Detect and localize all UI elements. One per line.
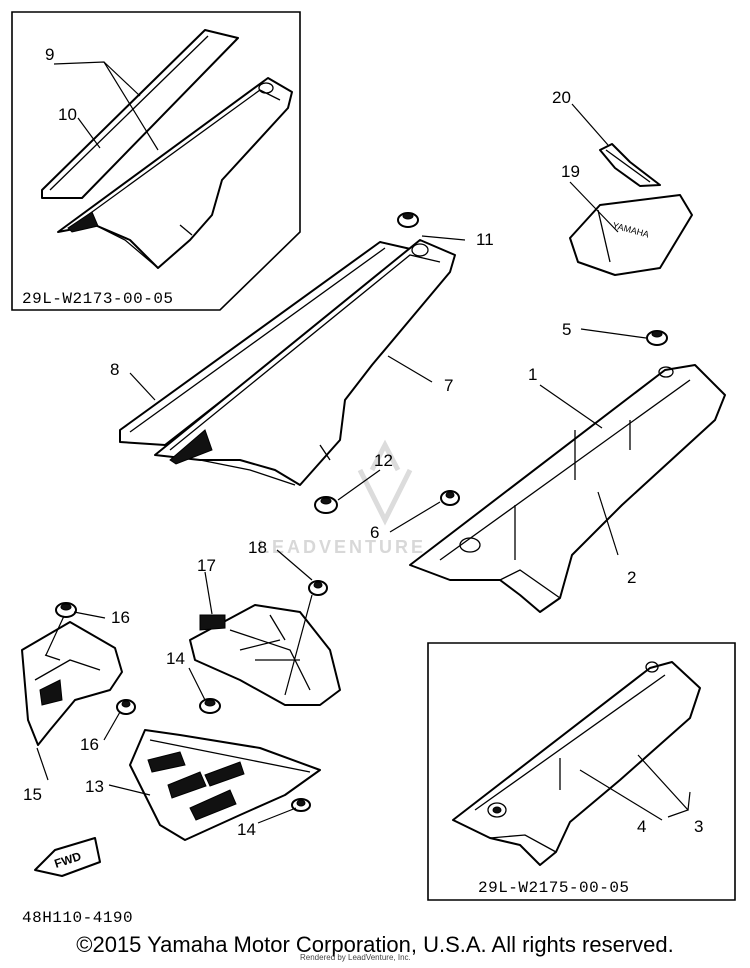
inset-box-right: 29L-W2175-00-05 [427,642,736,901]
callout-14-bottom: 14 [237,820,256,839]
callout-5: 5 [562,320,571,339]
watermark-logo: LEADVENTURE [258,439,426,557]
callout-16-bottom: 16 [80,735,99,754]
callout-2: 2 [627,568,636,587]
callout-3: 3 [694,817,703,836]
part-6-grommet [440,490,460,506]
inset-box-left: 29L-W2173-00-05 [11,11,301,311]
callout-12: 12 [374,451,393,470]
part-code-left: 29L-W2173-00-05 [22,290,174,308]
callout-13: 13 [85,777,104,796]
callout-18: 18 [248,538,267,557]
part-12-grommet [314,496,338,514]
part-7-side-cover [154,239,456,486]
part-16-grommet-bottom [116,699,136,715]
part-15-cover [21,621,123,746]
callout-15: 15 [23,785,42,804]
part-code-right: 29L-W2175-00-05 [478,879,630,897]
part-11-grommet [397,212,419,228]
callout-17: 17 [197,556,216,575]
part-3-side-cover [452,661,701,866]
rendered-by-text: Rendered by LeadVenture, Inc. [300,953,411,962]
callout-8: 8 [110,360,119,379]
callout-14-top: 14 [166,649,185,668]
fwd-arrow-icon: FWD [34,837,101,877]
part-19-tool-bag: YAMAHA [569,194,693,276]
part-9-side-cover [57,77,293,269]
part-14-grommet-top [199,698,221,714]
part-14-grommet-bottom [291,798,311,812]
callout-labels: 9 10 20 19 11 5 8 1 7 12 6 18 2 17 16 14… [23,45,703,839]
part-5-grommet [646,330,668,346]
part-10-strip [41,29,239,199]
part-18-grommet [308,580,328,596]
part-20-strap [599,143,661,187]
callout-6: 6 [370,523,379,542]
part-17-bracket [189,604,341,706]
leader-lines [36,61,691,824]
callout-10: 10 [58,105,77,124]
callout-20: 20 [552,88,571,107]
callout-16-top: 16 [111,608,130,627]
callout-11: 11 [476,230,494,249]
watermark-text: LEADVENTURE [258,537,426,557]
callout-7: 7 [444,376,453,395]
copyright-notice: ©2015 Yamaha Motor Corporation, U.S.A. A… [76,932,674,957]
part-1-side-cover [409,364,726,613]
diagram-id: 48H110-4190 [22,909,133,927]
part-16-grommet-top [55,602,77,618]
part-13-vented-cover [129,729,321,841]
callout-1: 1 [528,365,537,384]
callout-9: 9 [45,45,54,64]
callout-4: 4 [637,817,646,836]
callout-19: 19 [561,162,580,181]
